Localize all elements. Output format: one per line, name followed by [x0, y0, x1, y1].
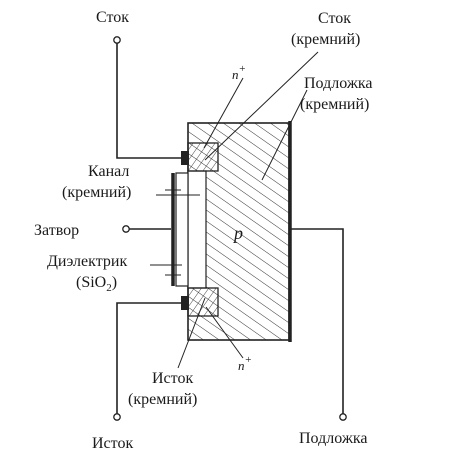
- drain-region-label-1: Сток: [318, 10, 351, 27]
- gate-terminal-dot: [122, 225, 130, 233]
- dielectric-end: ): [112, 274, 117, 291]
- channel-label-2: (кремний): [62, 184, 131, 201]
- source-terminal-label: Исток: [92, 435, 133, 452]
- source-wire: [116, 302, 181, 414]
- substrate-terminal-dot: [339, 413, 347, 421]
- drain-terminal-dot: [113, 36, 121, 44]
- drain-n-plus-region: [187, 142, 219, 172]
- drain-terminal-label: Сток: [96, 9, 129, 26]
- substrate-terminal-label: Подложка: [299, 430, 368, 447]
- n-plus-bottom-main: n: [238, 358, 245, 373]
- dielectric-label-2: (SiO2): [76, 274, 117, 294]
- n-plus-top-main: n: [232, 67, 239, 82]
- source-terminal-dot: [113, 413, 121, 421]
- source-region-label-2: (кремний): [128, 391, 197, 408]
- gate-dielectric: [175, 172, 189, 287]
- drain-contact: [181, 151, 189, 165]
- source-region-leader: [177, 297, 206, 369]
- p-region-label: p: [232, 223, 243, 243]
- n-plus-top-sup: +: [239, 63, 246, 75]
- n-plus-top-label: n+: [232, 63, 246, 82]
- channel-label-1: Канал: [88, 163, 129, 180]
- drain-region-leader: [204, 51, 319, 161]
- channel-region: [187, 170, 207, 289]
- substrate-region-leader: [261, 89, 308, 181]
- n-plus-bottom-label: n+: [238, 354, 252, 373]
- dielectric-label-1: Диэлектрик: [47, 253, 127, 270]
- drain-wire: [116, 42, 181, 159]
- substrate-region-label-2: (кремний): [300, 96, 369, 113]
- source-contact: [181, 296, 189, 310]
- dielectric-sub: 2: [106, 282, 112, 294]
- dielectric-main: (SiO: [76, 274, 106, 291]
- substrate-wire: [291, 228, 344, 414]
- substrate-region-label-1: Подложка: [304, 75, 373, 92]
- n-plus-bottom-leader: [205, 306, 244, 359]
- n-plus-bottom-sup: +: [245, 354, 252, 366]
- n-plus-top-leader: [203, 77, 244, 149]
- drain-region-label-2: (кремний): [291, 31, 360, 48]
- gate-label: Затвор: [34, 222, 79, 239]
- source-region-label-1: Исток: [152, 370, 193, 387]
